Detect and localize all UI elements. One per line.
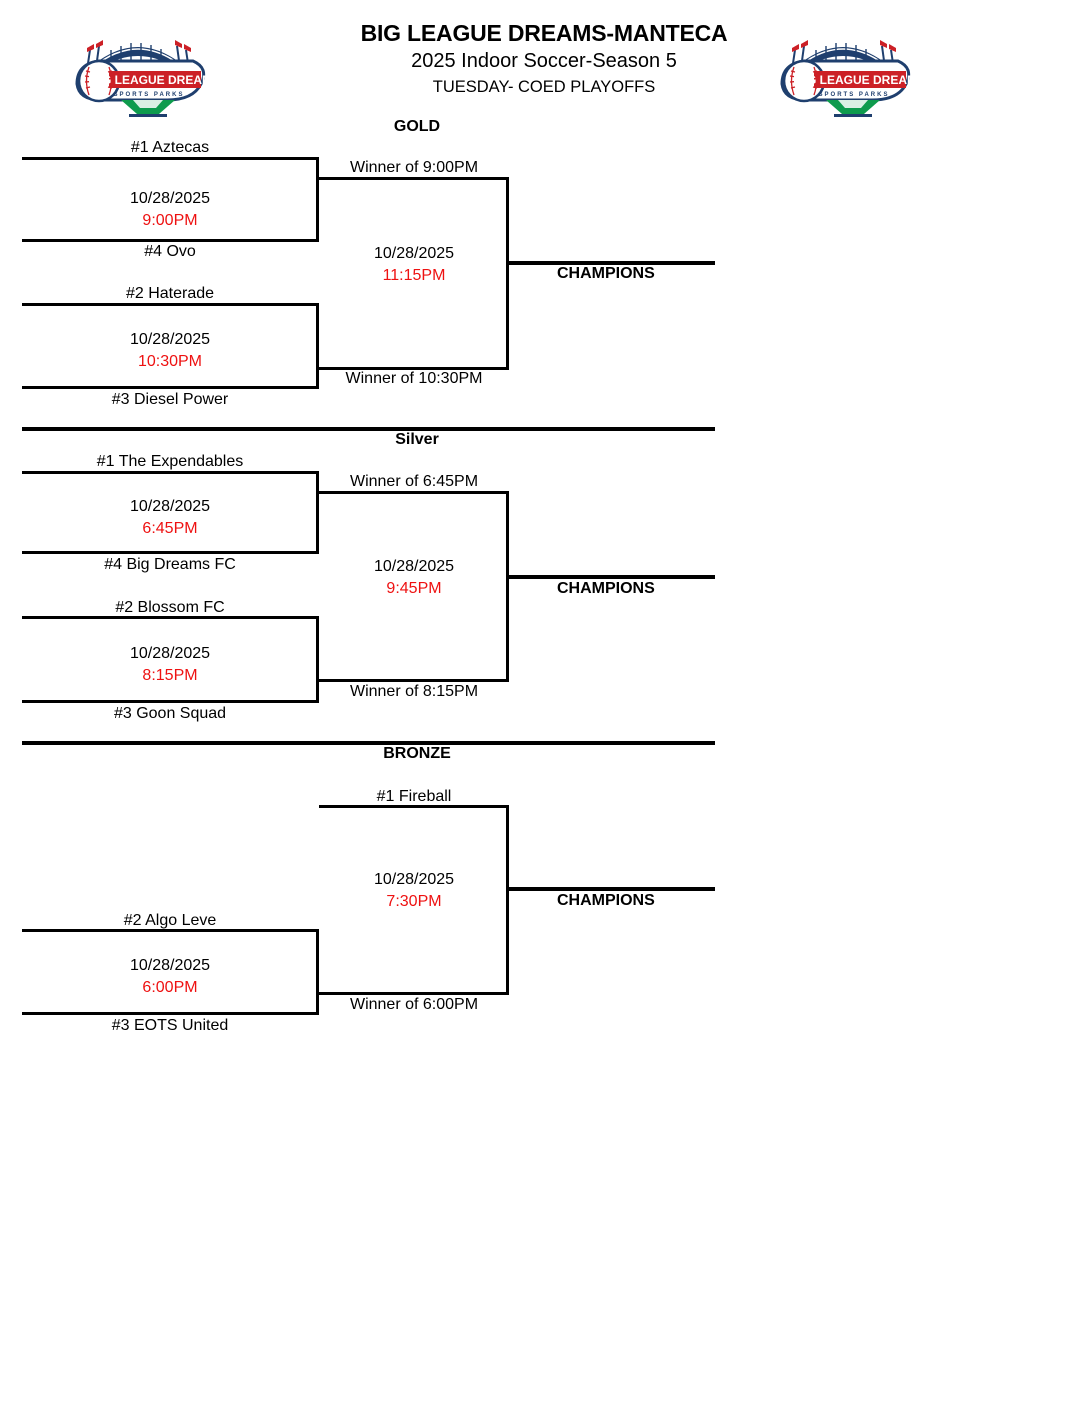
- division-label-gold: GOLD: [393, 118, 441, 135]
- gold-r1-m2-bottom-line: [22, 386, 319, 389]
- silver-final-right-edge: [506, 491, 509, 681]
- gold-final-top-line: [319, 177, 509, 180]
- gold-r1-m1-top-line: [22, 157, 319, 160]
- bronze-r1-m1-top-team: #2 Algo Leve: [123, 912, 217, 929]
- silver-final-top-team: Winner of 6:45PM: [349, 473, 479, 490]
- bronze-final-time: 7:30PM: [386, 892, 442, 910]
- bronze-final-top-team: #1 Fireball: [376, 788, 452, 805]
- bronze-section-divider: [22, 741, 715, 745]
- big-league-dreams-logo-left: BIG LEAGUE DREAMS SPORTS PARKS: [63, 26, 213, 118]
- silver-r1-m2-top-line: [22, 616, 319, 619]
- page-subtitle-secondary: TUESDAY- COED PLAYOFFS: [432, 78, 656, 96]
- gold-final-time: 11:15PM: [382, 266, 446, 284]
- silver-r1-m2-bottom-team: #3 Goon Squad: [113, 705, 227, 722]
- silver-final-time: 9:45PM: [386, 579, 442, 597]
- bronze-r1-m1-bottom-line: [22, 1012, 319, 1015]
- gold-champions-line: [506, 261, 715, 265]
- silver-r1-m1-bottom-line: [22, 551, 319, 554]
- gold-r1-m2-bottom-team: #3 Diesel Power: [111, 391, 229, 408]
- silver-r1-m2-bottom-line: [22, 700, 319, 703]
- silver-r1-m1-bottom-team: #4 Big Dreams FC: [104, 556, 236, 573]
- bronze-final-info: 10/28/2025 7:30PM: [319, 869, 509, 912]
- gold-r1-m2-date: 10/28/2025: [129, 331, 211, 348]
- silver-r1-m2-time: 8:15PM: [142, 666, 198, 684]
- silver-r1-m2-date: 10/28/2025: [129, 645, 211, 662]
- silver-r1-m2-top-team: #2 Blossom FC: [115, 599, 225, 616]
- bronze-final-top-line: [319, 805, 509, 808]
- gold-r1-m1-bottom-line: [22, 239, 319, 242]
- bronze-champions-line: [506, 887, 715, 891]
- bronze-final-bottom-team: Winner of 6:00PM: [349, 996, 479, 1013]
- gold-final-date: 10/28/2025: [373, 245, 455, 262]
- bronze-final-bottom-line: [319, 992, 509, 995]
- silver-champions-label: CHAMPIONS: [557, 580, 655, 597]
- page-title: BIG LEAGUE DREAMS-MANTECA: [360, 20, 728, 46]
- bronze-r1-m1-info: 10/28/2025 6:00PM: [22, 955, 318, 998]
- silver-r1-m1-right-edge: [316, 471, 319, 553]
- big-league-dreams-logo-right: BIG LEAGUE DREAMS SPORTS PARKS: [768, 26, 918, 118]
- svg-text:SPORTS PARKS: SPORTS PARKS: [819, 92, 890, 98]
- gold-champions-label: CHAMPIONS: [557, 265, 655, 282]
- division-label-bronze: BRONZE: [383, 745, 451, 762]
- bronze-r1-m1-bottom-team: #3 EOTS United: [111, 1017, 229, 1034]
- gold-final-info: 10/28/2025 11:15PM: [319, 243, 509, 286]
- bronze-r1-m1-time: 6:00PM: [142, 978, 198, 996]
- bronze-final-right-edge: [506, 805, 509, 994]
- gold-r1-m2-info: 10/28/2025 10:30PM: [22, 329, 318, 372]
- silver-r1-m1-time: 6:45PM: [142, 519, 198, 537]
- gold-final-bottom-line: [319, 367, 509, 370]
- svg-text:BIG LEAGUE DREAMS: BIG LEAGUE DREAMS: [90, 73, 213, 87]
- silver-final-bottom-line: [319, 679, 509, 682]
- silver-final-date: 10/28/2025: [373, 558, 455, 575]
- gold-r1-m1-right-edge: [316, 157, 319, 241]
- gold-r1-m1-time: 9:00PM: [142, 211, 198, 229]
- silver-r1-m1-top-team: #1 The Expendables: [96, 453, 244, 470]
- svg-text:BIG LEAGUE DREAMS: BIG LEAGUE DREAMS: [795, 73, 918, 87]
- bronze-r1-m1-right-edge: [316, 929, 319, 1014]
- gold-r1-m1-top-team: #1 Aztecas: [130, 139, 210, 156]
- gold-final-bottom-team: Winner of 10:30PM: [345, 370, 483, 387]
- gold-r1-m2-top-team: #2 Haterade: [125, 285, 215, 302]
- division-label-silver: Silver: [395, 431, 439, 448]
- silver-final-info: 10/28/2025 9:45PM: [319, 556, 509, 599]
- gold-final-top-team: Winner of 9:00PM: [349, 159, 479, 176]
- silver-r1-m1-info: 10/28/2025 6:45PM: [22, 496, 318, 539]
- bronze-r1-m1-date: 10/28/2025: [129, 957, 211, 974]
- gold-r1-m2-top-line: [22, 303, 319, 306]
- silver-r1-m2-info: 10/28/2025 8:15PM: [22, 643, 318, 686]
- bronze-final-date: 10/28/2025: [373, 871, 455, 888]
- gold-r1-m2-right-edge: [316, 303, 319, 388]
- silver-section-divider: [22, 427, 715, 431]
- silver-r1-m2-right-edge: [316, 616, 319, 702]
- gold-r1-m2-time: 10:30PM: [137, 352, 203, 370]
- gold-r1-m1-date: 10/28/2025: [129, 190, 211, 207]
- silver-r1-m1-top-line: [22, 471, 319, 474]
- gold-r1-m1-info: 10/28/2025 9:00PM: [22, 188, 318, 231]
- silver-r1-m1-date: 10/28/2025: [129, 498, 211, 515]
- svg-text:SPORTS PARKS: SPORTS PARKS: [114, 92, 185, 98]
- bronze-champions-label: CHAMPIONS: [557, 892, 655, 909]
- page-subtitle: 2025 Indoor Soccer-Season 5: [411, 50, 677, 72]
- bronze-r1-m1-top-line: [22, 929, 319, 932]
- silver-champions-line: [506, 575, 715, 579]
- silver-final-top-line: [319, 491, 509, 494]
- gold-r1-m1-bottom-team: #4 Ovo: [144, 243, 196, 260]
- gold-final-right-edge: [506, 177, 509, 369]
- silver-final-bottom-team: Winner of 8:15PM: [349, 683, 479, 700]
